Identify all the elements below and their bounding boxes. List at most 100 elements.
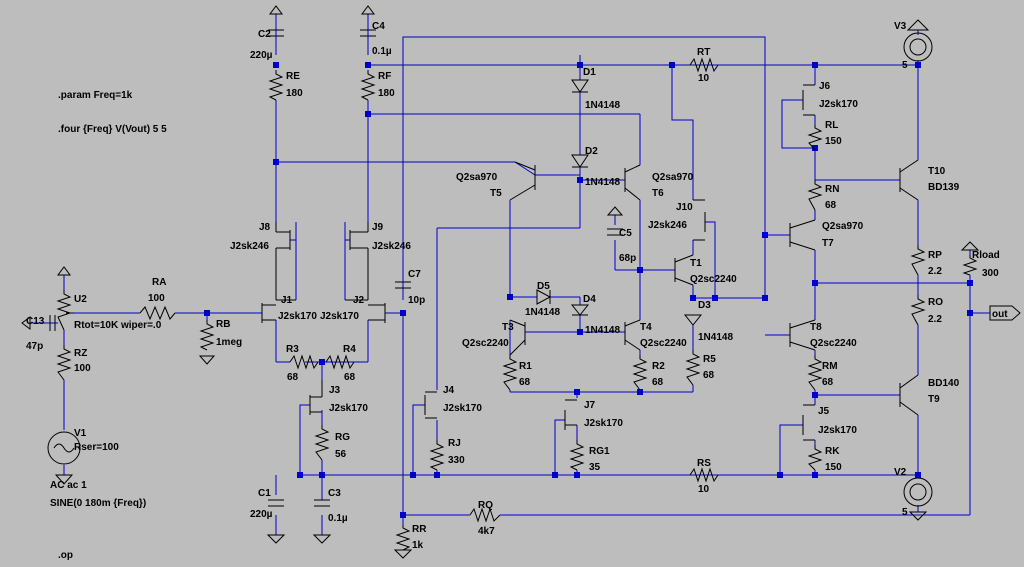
resistor-rm: [807, 355, 823, 391]
t1-value: Q2sc2240: [690, 274, 737, 285]
t3-name: T3: [502, 322, 514, 333]
v3-value: 5: [902, 60, 908, 71]
t10-value: BD139: [928, 182, 960, 193]
rl-name: RL: [825, 120, 838, 131]
c3-value: 0.1µ: [328, 513, 348, 524]
r4-value: 68: [344, 372, 356, 383]
r5-value: 68: [703, 370, 715, 381]
diode-d5: [536, 289, 552, 305]
ground-icon: [21, 316, 31, 330]
v1-name: V1: [74, 428, 87, 439]
j3-value: J2sk170: [329, 403, 368, 414]
j1-name: J1: [281, 295, 293, 306]
out-label: out: [992, 309, 1008, 320]
j9-name: J9: [372, 222, 384, 233]
resistor-r3: [289, 354, 319, 370]
ground-icon: [57, 266, 71, 276]
ground-icon: [198, 355, 216, 365]
d3-value: 1N4148: [698, 332, 733, 343]
t10-name: T10: [928, 166, 946, 177]
resistor-r1: [502, 355, 518, 391]
j6-name: J6: [819, 81, 831, 92]
j8-value: J2sk246: [230, 241, 269, 252]
t9-value: BD140: [928, 378, 960, 389]
t5-name: T5: [490, 188, 502, 199]
rq-value: 4k7: [478, 526, 495, 537]
rb-name: RB: [216, 319, 230, 330]
rs-name: RS: [697, 458, 711, 469]
r1-value: 68: [519, 377, 531, 388]
resistor-ro: [910, 295, 926, 326]
c2-name: C2: [258, 29, 271, 40]
resistor-r5: [685, 350, 701, 386]
r3-name: R3: [286, 344, 299, 355]
r1-name: R1: [519, 361, 532, 372]
rs-value: 10: [698, 484, 710, 495]
r3-value: 68: [287, 372, 299, 383]
j2-name: J2: [353, 295, 365, 306]
d2-value: 1N4148: [585, 177, 620, 188]
ground-icon: [54, 474, 74, 485]
ground-icon: [269, 5, 283, 15]
resistor-re: [268, 70, 284, 101]
t6-name: T6: [652, 188, 664, 199]
t7-value: Q2sa970: [822, 221, 864, 232]
rj-name: RJ: [448, 438, 461, 449]
rk-name: RK: [825, 446, 840, 457]
d2-name: D2: [585, 146, 598, 157]
j4-name: J4: [443, 385, 455, 396]
c4-name: C4: [372, 21, 385, 32]
diode-d1: [571, 79, 589, 93]
c5-name: C5: [619, 228, 632, 239]
rg1-value: 35: [589, 462, 601, 473]
rp-value: 2.2: [928, 266, 942, 277]
output-port: [989, 305, 1021, 321]
rload-value: 300: [982, 268, 999, 279]
d1-value: 1N4148: [585, 100, 620, 111]
rf-value: 180: [378, 88, 395, 99]
rn-value: 68: [825, 200, 837, 211]
resistor-rs: [689, 467, 719, 483]
voltage-source-v3: [903, 32, 933, 62]
ground-icon: [393, 549, 413, 559]
rp-name: RP: [928, 250, 942, 261]
rt-value: 10: [698, 73, 710, 84]
resistor-rf: [360, 70, 376, 101]
resistor-r2: [632, 355, 648, 391]
j3-name: J3: [329, 385, 341, 396]
ro-name: RO: [928, 297, 943, 308]
j9-value: J2sk246: [372, 241, 411, 252]
rr-value: 1k: [412, 540, 424, 551]
rf-name: RF: [378, 71, 391, 82]
j10-name: J10: [676, 202, 693, 213]
resistor-rn: [807, 180, 823, 211]
v1-rser: Rser=100: [74, 442, 119, 453]
resistor-r4: [325, 354, 355, 370]
c5-value: 68p: [619, 253, 636, 264]
r2-name: R2: [652, 361, 665, 372]
junction-dots: [204, 62, 973, 518]
re-name: RE: [286, 71, 300, 82]
rq-name: RQ: [478, 500, 493, 511]
v3-name: V3: [894, 21, 907, 32]
r2-value: 68: [652, 377, 664, 388]
t4-name: T4: [640, 322, 652, 333]
resistor-rj: [429, 440, 445, 471]
u2-value: Rtot=10K wiper=.0: [74, 320, 162, 331]
resistor-rload: [962, 255, 978, 276]
u2-name: U2: [74, 294, 87, 305]
c7-name: C7: [408, 269, 421, 280]
voltage-source-v1: [47, 431, 81, 465]
ro-value: 2.2: [928, 314, 942, 325]
t3-value: Q2sc2240: [462, 338, 509, 349]
t5-value: Q2sa970: [456, 172, 498, 183]
j7-value: J2sk170: [584, 418, 623, 429]
v1-sine: SINE(0 180m {Freq}): [50, 498, 146, 509]
v1-ac: AC ac 1: [50, 480, 87, 491]
j2-value: J2sk170: [320, 311, 359, 322]
labels: .param Freq=1k .four {Freq} V(Vout) 5 5 …: [26, 21, 1008, 561]
capacitors: [30, 29, 623, 507]
bjt-transistors: [509, 159, 919, 416]
resistor-rz: [56, 345, 72, 381]
